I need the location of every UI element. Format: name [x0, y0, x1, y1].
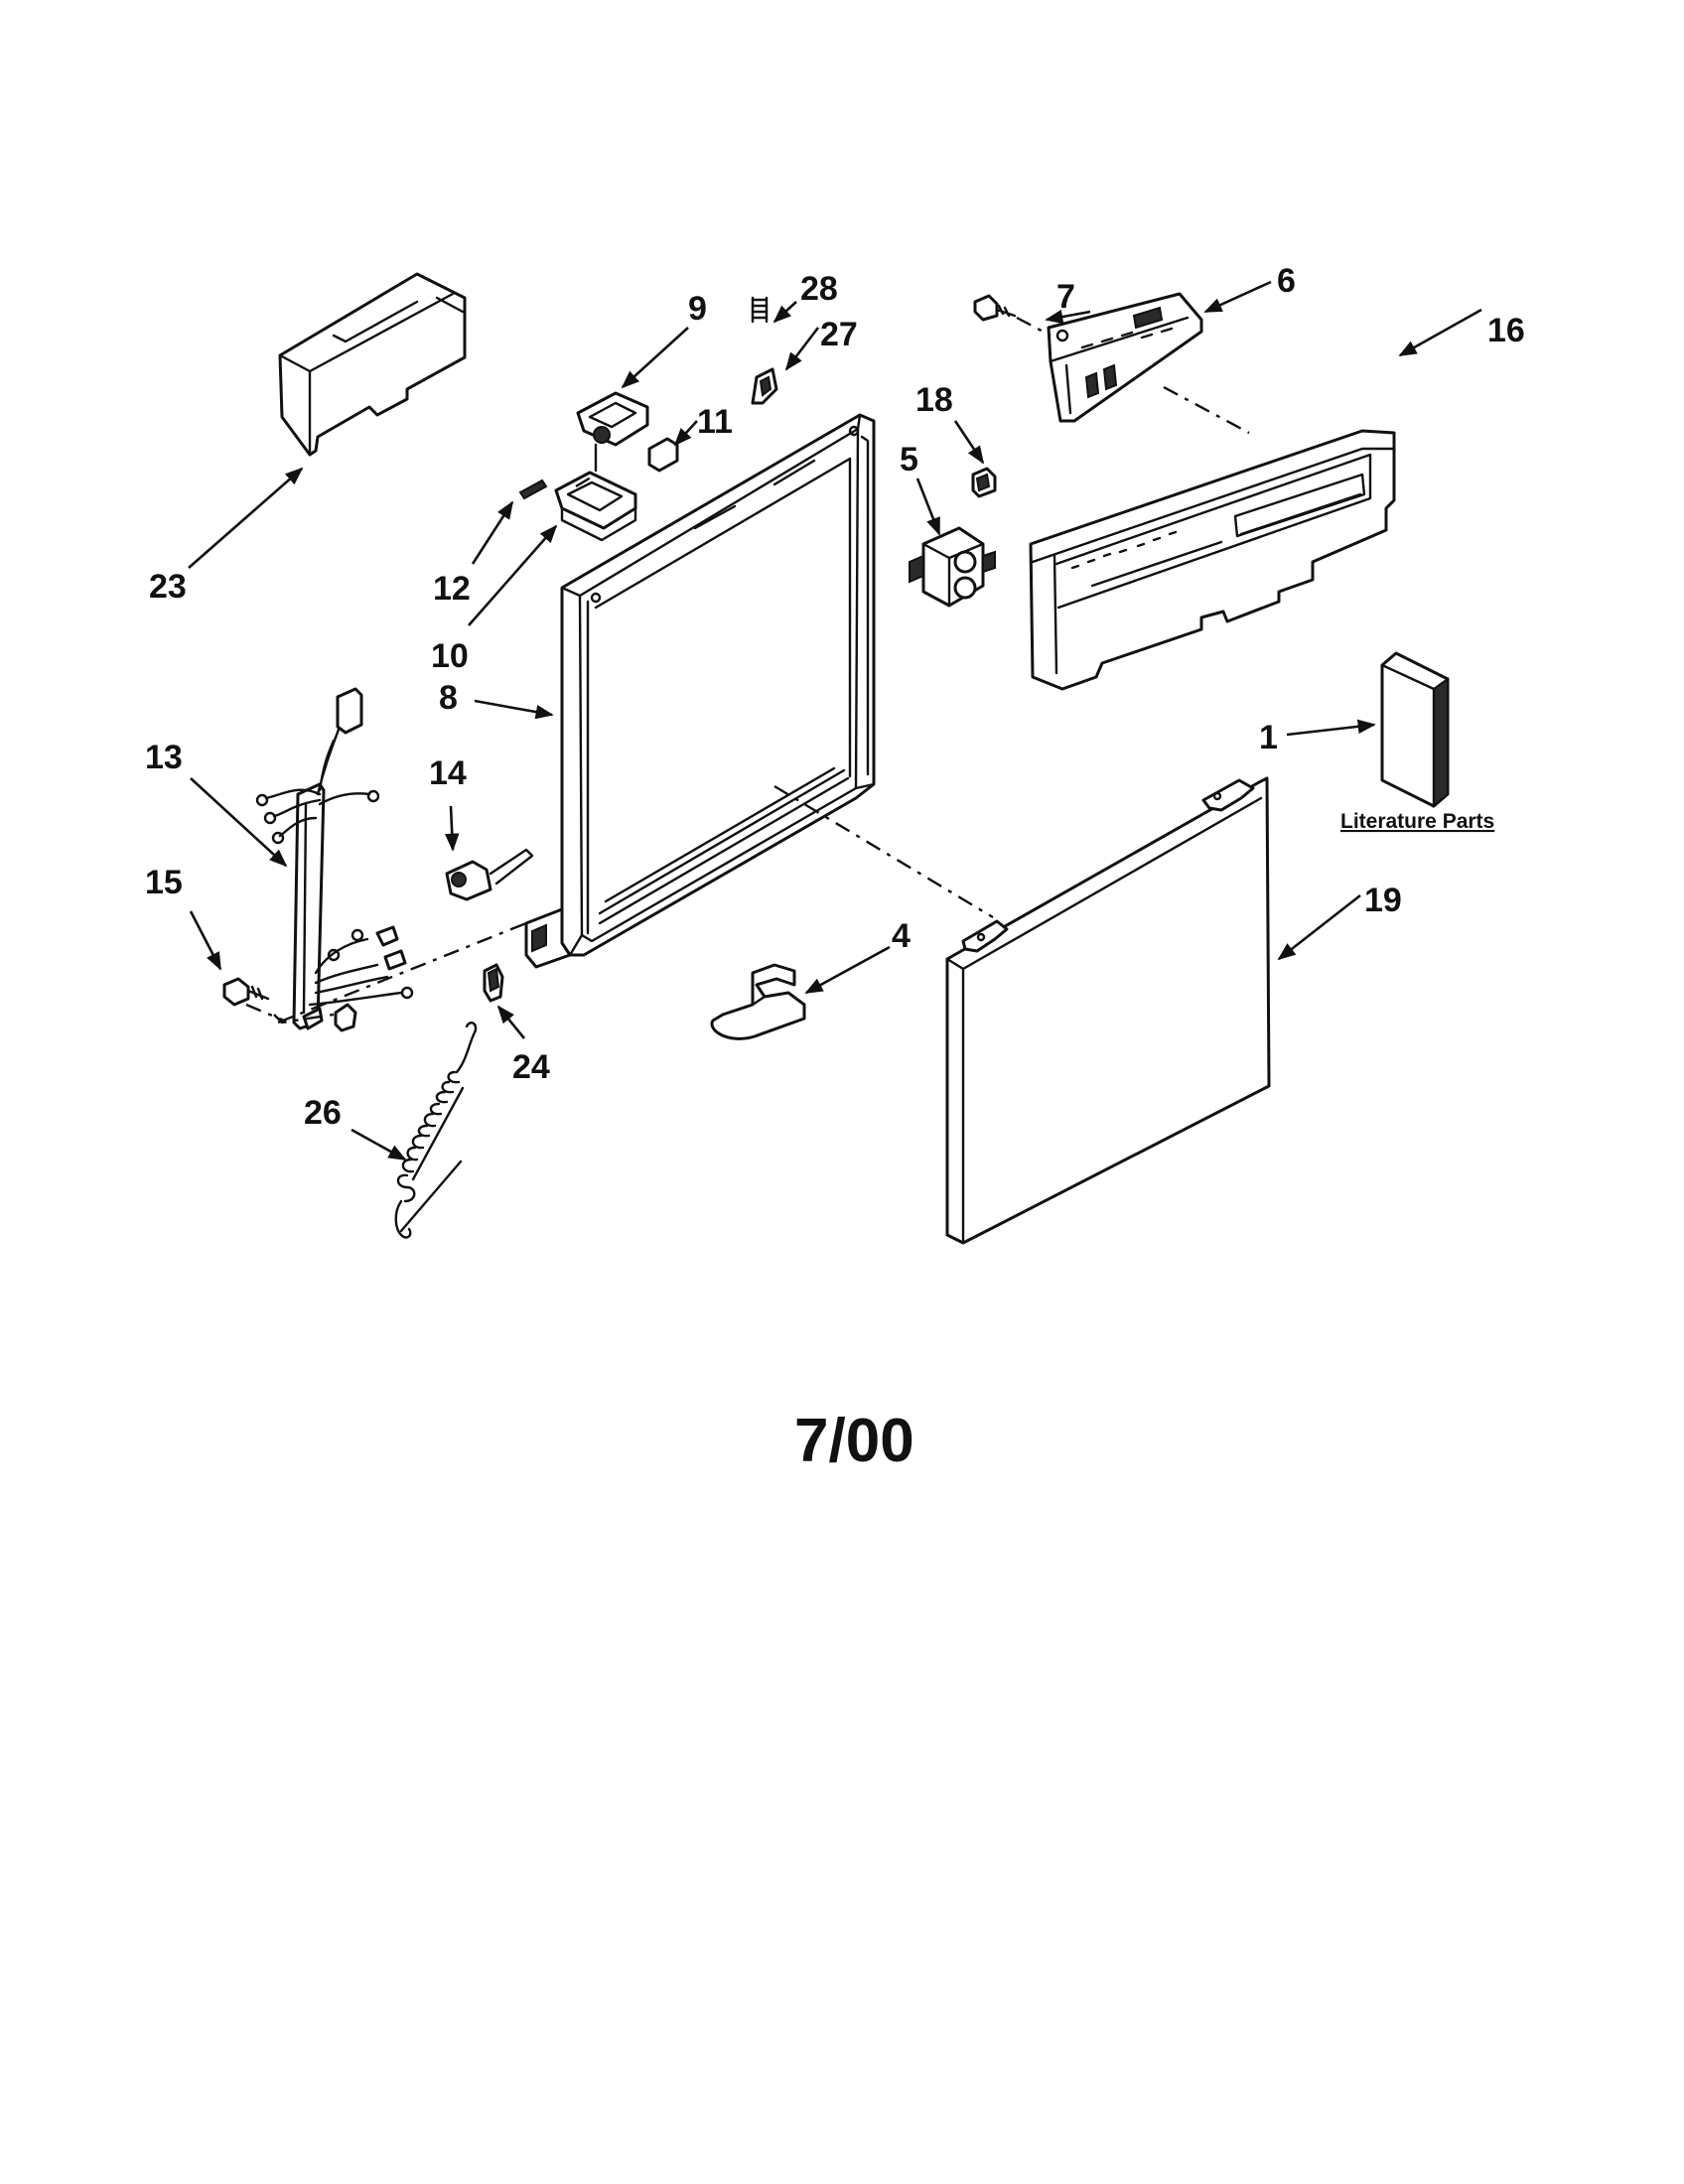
part-12-pin: [518, 478, 548, 500]
part-28-spring: [751, 296, 769, 324]
part-26-extension-spring: [394, 1022, 478, 1239]
callout-27: 27: [820, 316, 858, 353]
callout-23: 23: [149, 568, 187, 606]
part-9-latch-assembly: [576, 391, 649, 473]
callout-15: 15: [145, 864, 183, 901]
part-18-switch-clip: [971, 467, 997, 498]
callout-4: 4: [892, 917, 911, 955]
part-19-outer-door-panel: [945, 776, 1271, 1245]
part-11-clip: [647, 437, 679, 473]
callout-13: 13: [145, 739, 183, 776]
callout-12: 12: [433, 570, 471, 608]
callout-28: 28: [800, 270, 838, 308]
callout-26: 26: [304, 1094, 342, 1132]
part-6-control-bracket: [1047, 292, 1203, 423]
part-1-literature-booklet: [1380, 651, 1450, 809]
literature-parts-label: Literature Parts: [1340, 810, 1494, 833]
part-10-latch-bracket: [554, 471, 637, 542]
callout-7: 7: [1056, 278, 1075, 316]
part-13-wire-harness: [255, 687, 414, 1032]
callout-5: 5: [900, 441, 918, 478]
revision-date: 7/00: [794, 1407, 914, 1475]
callout-18: 18: [915, 381, 953, 419]
part-27-actuator: [751, 367, 778, 405]
alignment-lines: [245, 316, 1250, 1024]
callout-19: 19: [1364, 882, 1402, 919]
part-15-screw: [222, 977, 270, 1007]
callout-1: 1: [1259, 719, 1278, 756]
callout-14: 14: [429, 754, 467, 792]
leader-arrows: [188, 280, 1482, 1161]
callout-9: 9: [688, 290, 707, 328]
part-16-control-console: [1029, 429, 1396, 691]
callout-labels: 23 9 28 27 11 12 10 8 7 6 16 18 5 1 Lite…: [145, 262, 1525, 1132]
part-24-clip: [483, 963, 504, 1003]
callout-10: 10: [431, 637, 469, 675]
part-8-door-frame: [524, 413, 876, 969]
part-7-screw: [973, 294, 1017, 322]
part-4-hinge-strap: [710, 963, 806, 1040]
part-5-switch-module: [909, 526, 996, 608]
callout-8: 8: [439, 679, 458, 717]
callout-6: 6: [1277, 262, 1296, 300]
part-14-connector: [445, 848, 534, 901]
part-23-top-shroud: [278, 272, 467, 457]
callout-24: 24: [512, 1048, 550, 1086]
callout-11: 11: [697, 403, 733, 441]
callout-16: 16: [1487, 312, 1525, 349]
